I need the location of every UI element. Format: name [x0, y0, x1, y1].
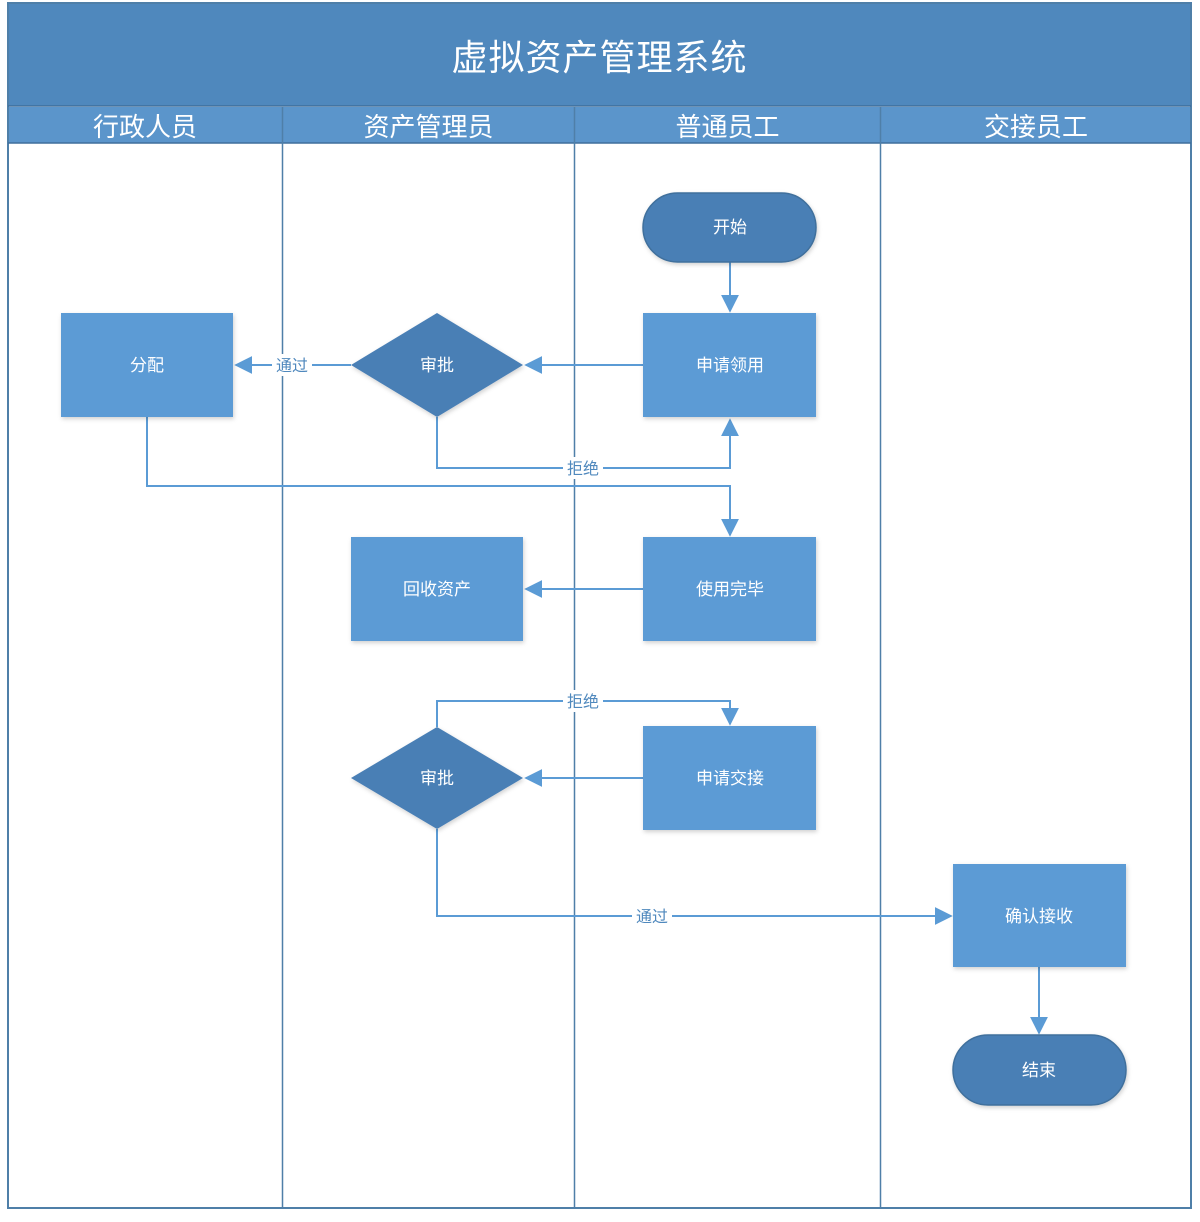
- edge-approve2-pass: [436, 829, 953, 925]
- apply-use-node[interactable]: [643, 313, 816, 417]
- edge-label-bg: [563, 690, 603, 712]
- allocate-label: 分配: [130, 356, 164, 376]
- confirm-receive-node[interactable]: [953, 864, 1126, 967]
- edge-label-reject-1: 拒绝: [567, 459, 599, 478]
- approve-decision-2[interactable]: [351, 727, 523, 829]
- lane-label-employee: 普通员工: [675, 112, 780, 143]
- edge-label-pass-2: 通过: [636, 907, 668, 926]
- use-done-node[interactable]: [643, 537, 816, 641]
- diagram-title: 虚拟资产管理系统: [451, 37, 748, 79]
- apply-handover-node[interactable]: [643, 726, 816, 830]
- lane-label-asset-manager: 资产管理员: [363, 112, 494, 143]
- lane-header-admin: 行政人员: [8, 107, 282, 143]
- recycle-label: 回收资产: [403, 580, 471, 600]
- start-label: 开始: [713, 218, 747, 238]
- lane-label-admin: 行政人员: [92, 112, 197, 143]
- approve-1-label: 审批: [420, 356, 454, 376]
- edge-label-bg: [272, 354, 312, 376]
- allocate-node[interactable]: [61, 313, 233, 417]
- end-label: 结束: [1022, 1061, 1056, 1081]
- apply-use-label: 申请领用: [696, 356, 764, 376]
- lane-label-handover-employee: 交接员工: [983, 112, 1088, 143]
- end-node[interactable]: [952, 1034, 1127, 1106]
- edge-allocate-to-use: [146, 417, 739, 537]
- use-done-label: 使用完毕: [696, 579, 764, 600]
- start-node[interactable]: [642, 192, 817, 263]
- recycle-asset-node[interactable]: [351, 537, 523, 641]
- lane-header-handover-employee: 交接员工: [881, 107, 1191, 143]
- title-bar: 虚拟资产管理系统: [8, 3, 1191, 106]
- edge-label-pass-1: 通过: [276, 356, 308, 375]
- outer-border: [7, 2, 1192, 1209]
- approve-decision-1[interactable]: [351, 313, 523, 417]
- confirm-label: 确认接收: [1005, 907, 1073, 927]
- lane-header-asset-manager: 资产管理员: [283, 107, 574, 143]
- edge-label-bg: [563, 457, 603, 479]
- approve-2-label: 审批: [420, 769, 454, 789]
- apply-handover-label: 申请交接: [696, 769, 764, 789]
- edge-label-reject-2: 拒绝: [567, 692, 599, 711]
- edge-label-bg: [632, 905, 672, 927]
- lane-header-employee: 普通员工: [575, 107, 880, 143]
